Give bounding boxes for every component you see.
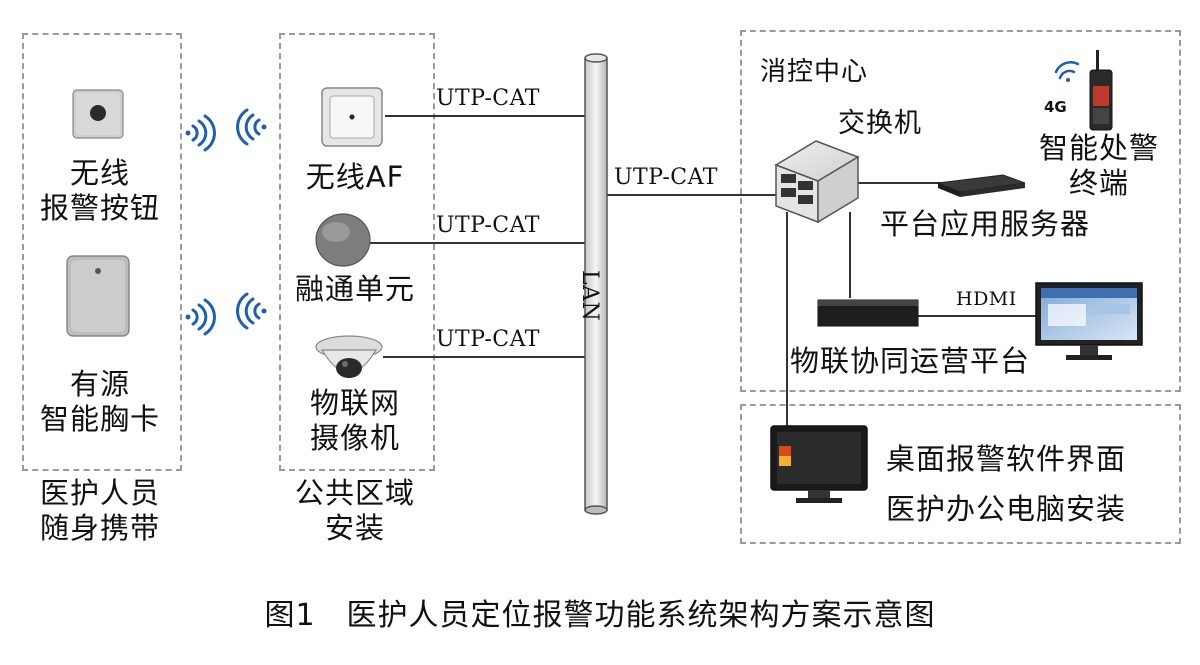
smart-terminal-label-line1: 智能处警	[1038, 131, 1159, 165]
control-center-box	[740, 30, 1181, 392]
staff-footer-line2: 随身携带	[39, 510, 160, 545]
smart-card-label: 有源 智能胸卡	[22, 367, 178, 437]
terminal-4g-badge: 4G	[1044, 98, 1067, 116]
wireless-button-label-line1: 无线	[69, 156, 130, 190]
af-link-label: UTP-CAT	[436, 86, 540, 111]
platform-label: 物联协同运营平台	[790, 344, 1031, 378]
figure-caption: 图1 医护人员定位报警功能系统架构方案示意图	[264, 598, 936, 633]
platform-device-icon	[817, 299, 919, 327]
smart-terminal-device-icon	[1089, 50, 1113, 131]
public-group-footer: 公共区域 安装	[279, 476, 431, 546]
iot-camera-label-line1: 物联网	[309, 386, 400, 420]
connection-lines	[370, 115, 1036, 428]
fusion-unit-label: 融通单元	[294, 272, 415, 306]
lan-bus	[584, 53, 608, 515]
switch-link-label: UTP-CAT	[614, 165, 718, 190]
wireless-button-label-line2: 报警按钮	[39, 190, 160, 225]
smart-terminal-label: 智能处警 终端	[1024, 131, 1174, 201]
desktop-label-line1: 桌面报警软件界面	[886, 442, 1127, 476]
switch-device-icon	[774, 140, 860, 224]
wifi-icon-card-left	[185, 298, 216, 336]
fusion-unit-device-icon	[315, 213, 371, 267]
public-footer-line2: 安装	[324, 510, 385, 545]
wireless-af-device-icon	[321, 87, 383, 147]
desktop-box	[740, 404, 1181, 544]
fusion-link-label: UTP-CAT	[436, 213, 540, 238]
smart-terminal-label-line2: 终端	[1068, 165, 1129, 200]
server-label: 平台应用服务器	[880, 207, 1091, 241]
control-center-title: 消控中心	[760, 57, 869, 87]
iot-camera-label: 物联网 摄像机	[279, 386, 431, 456]
switch-label: 交换机	[838, 108, 922, 139]
hdmi-label: HDMI	[956, 288, 1017, 310]
iot-camera-device-icon	[315, 335, 383, 378]
staff-group-footer: 医护人员 随身携带	[22, 476, 178, 546]
iot-camera-label-line2: 摄像机	[309, 420, 400, 455]
desktop-monitor-icon	[770, 425, 868, 503]
server-device-icon	[936, 174, 1026, 197]
wireless-button-label: 无线 报警按钮	[22, 156, 178, 226]
staff-group-box	[22, 33, 182, 471]
camera-link-label: UTP-CAT	[436, 327, 540, 352]
wifi-icon-button-right	[236, 108, 267, 146]
wireless-af-label: 无线AF	[305, 160, 405, 194]
desktop-label-line2: 医护办公电脑安装	[886, 492, 1127, 526]
smart-card-label-line2: 智能胸卡	[39, 401, 160, 436]
wifi-icon-card-right	[236, 292, 267, 330]
wifi-signals	[185, 108, 267, 336]
smart-card-device-icon	[66, 255, 130, 337]
terminal-signal-icon	[1054, 61, 1080, 82]
platform-monitor-icon	[1035, 282, 1143, 360]
public-footer-line1: 公共区域	[294, 476, 415, 510]
public-group-box	[279, 33, 435, 471]
wifi-icon-button-left	[185, 114, 216, 152]
lan-bus-label: LAN	[577, 270, 602, 322]
staff-footer-line1: 医护人员	[39, 476, 160, 510]
smart-card-label-line1: 有源	[69, 367, 130, 401]
wireless-button-device-icon	[72, 89, 124, 139]
